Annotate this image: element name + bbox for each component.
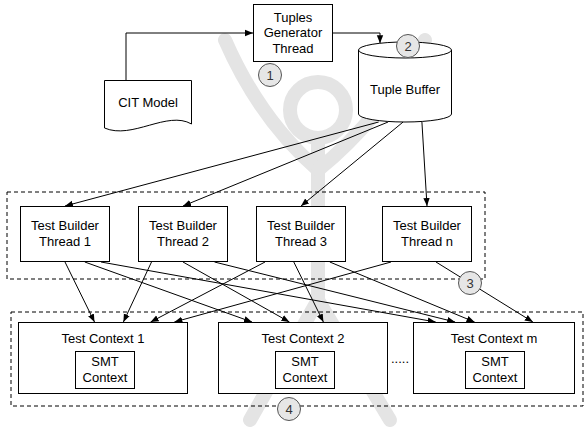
arrow-connector [294,262,324,322]
node-label: SMT Context [279,354,331,385]
node-label: Test Context 1 [61,331,144,347]
thread-box: Test Builder Thread n [382,206,472,262]
thread-box: Test Builder Thread 3 [256,206,346,262]
callout-number: 3 [458,271,482,295]
callout-number: 1 [258,63,282,87]
arrow-connector [301,122,403,206]
arrow-connector [65,262,95,322]
node-label: SMT Context [469,354,521,385]
node-label: Test Builder Thread 3 [260,218,342,249]
context-box: Test Context 1 SMT Context [18,322,188,394]
node-label: Test Builder Thread 2 [142,218,224,249]
arrow-connector [183,262,289,322]
smt-box: SMT Context [275,351,335,389]
arrow-connector [422,122,427,206]
arrow-connector [126,33,253,80]
node-label: Tuple Buffer [370,82,440,98]
smt-box: SMT Context [465,351,525,389]
context-box: Test Context m SMT Context [413,322,575,394]
node-label: Test Context 2 [261,331,344,347]
callout-number: 4 [277,397,301,421]
arrow-connector [65,122,379,206]
arrow-connector [436,262,533,322]
smt-box: SMT Context [75,351,135,389]
thread-box: Test Builder Thread 1 [20,206,110,262]
node-label: CIT Model [118,95,178,111]
context-box: Test Context 2 SMT Context [218,322,388,394]
dashed-group [7,192,485,279]
process-box: Tuples Generator Thread [253,4,333,62]
arrow-connector [333,33,380,43]
dashed-group [11,312,583,406]
arrow-connector [215,262,456,322]
node-label: Test Builder Thread 1 [24,218,106,249]
node-label: Test Context m [451,331,538,347]
node-label: SMT Context [79,354,131,385]
watermark-head [290,82,346,138]
document-outline-path [105,81,192,131]
arrow-connector [183,122,388,206]
node-label: Test Builder Thread n [386,218,468,249]
ellipsis-mark: ..... [390,352,410,365]
arrow-connector [123,262,151,322]
arrow-connector [330,262,475,322]
arrow-connector [101,262,436,322]
callout-number: 2 [396,34,420,58]
arrow-connector [174,262,391,322]
thread-box: Test Builder Thread 2 [138,206,228,262]
node-label: Tuples Generator Thread [257,10,329,57]
document-shape: CIT Model [104,80,192,136]
